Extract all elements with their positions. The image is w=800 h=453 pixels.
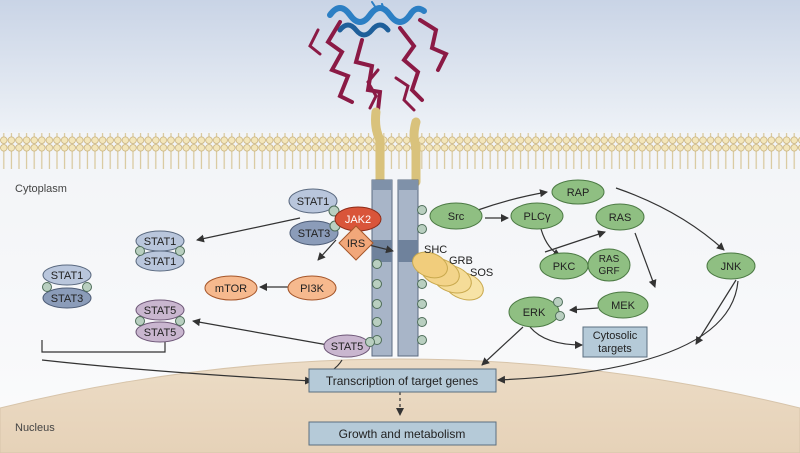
receptor-stalk-right	[409, 117, 421, 187]
nucleus-label: Nucleus	[15, 422, 55, 434]
grb-label: GRB	[449, 255, 473, 267]
mek-node: MEK	[597, 291, 649, 319]
sos-label: SOS	[470, 267, 493, 279]
stat1-dimer: STAT1 STAT1	[135, 230, 185, 272]
svg-text:STAT1: STAT1	[144, 256, 177, 268]
receptor-stalk-left	[371, 107, 385, 187]
erk-node: ERK	[508, 296, 560, 328]
jnk-node: JNK	[706, 252, 756, 280]
stat3-node: STAT3	[289, 220, 339, 246]
svg-text:Cytosolic: Cytosolic	[593, 330, 638, 342]
ras-grf-node: RAS GRF	[587, 248, 631, 282]
mtor-node: mTOR	[204, 275, 258, 301]
svg-text:RAS: RAS	[599, 254, 620, 265]
pkc-node: PKC	[539, 252, 589, 280]
svg-text:STAT1: STAT1	[297, 196, 330, 208]
phospho-dot	[555, 311, 565, 321]
shc-grb-sos-complex: SHC GRB SOS	[412, 244, 493, 301]
growth-metabolism-box: Growth and metabolism	[308, 421, 497, 446]
svg-text:RAP: RAP	[567, 187, 590, 199]
transcription-box: Transcription of target genes	[308, 368, 497, 393]
cell-membrane	[0, 133, 800, 169]
svg-text:RAS: RAS	[609, 212, 632, 224]
svg-text:Transcription of target genes: Transcription of target genes	[326, 374, 478, 388]
plcy-node: PLCγ	[510, 202, 564, 230]
rap-node: RAP	[551, 179, 605, 205]
svg-text:STAT3: STAT3	[298, 228, 331, 240]
cytosolic-targets-box: Cytosolic targets	[582, 326, 648, 358]
shc-label: SHC	[424, 244, 447, 256]
stat1-stat3-dimer: STAT1 STAT3	[42, 264, 92, 309]
svg-text:PLCγ: PLCγ	[524, 211, 551, 223]
stat-group-bracket	[41, 340, 166, 353]
svg-text:Src: Src	[448, 211, 465, 223]
svg-text:STAT1: STAT1	[51, 270, 84, 282]
stat1-node: STAT1	[288, 188, 338, 214]
src-node: Src	[429, 202, 483, 230]
svg-text:JNK: JNK	[721, 261, 742, 273]
ras-node: RAS	[595, 203, 645, 231]
svg-text:STAT3: STAT3	[51, 293, 84, 305]
svg-text:STAT5: STAT5	[144, 305, 177, 317]
phospho-dot	[553, 297, 563, 307]
svg-text:STAT5: STAT5	[331, 341, 364, 353]
stat5-receptor-node: STAT5	[323, 334, 371, 358]
svg-text:STAT1: STAT1	[144, 236, 177, 248]
phospho-dot	[328, 205, 340, 217]
svg-text:JAK2: JAK2	[345, 214, 371, 226]
svg-text:mTOR: mTOR	[215, 283, 247, 295]
svg-text:PI3K: PI3K	[300, 283, 325, 295]
pi3k-node: PI3K	[287, 275, 337, 301]
svg-text:GRF: GRF	[598, 266, 619, 277]
growth-hormone-protein-structure	[308, 1, 449, 112]
cytoplasm-label: Cytoplasm	[15, 183, 67, 195]
stat5-dimer: STAT5 STAT5	[135, 299, 185, 343]
svg-text:MEK: MEK	[611, 300, 636, 312]
svg-text:Growth and metabolism: Growth and metabolism	[339, 427, 466, 441]
svg-text:targets: targets	[598, 343, 632, 355]
svg-text:STAT5: STAT5	[144, 327, 177, 339]
svg-text:IRS: IRS	[347, 238, 365, 250]
phospho-dot	[365, 337, 375, 347]
svg-text:ERK: ERK	[523, 307, 546, 319]
svg-text:PKC: PKC	[553, 261, 576, 273]
irs-node: IRS	[338, 225, 374, 261]
